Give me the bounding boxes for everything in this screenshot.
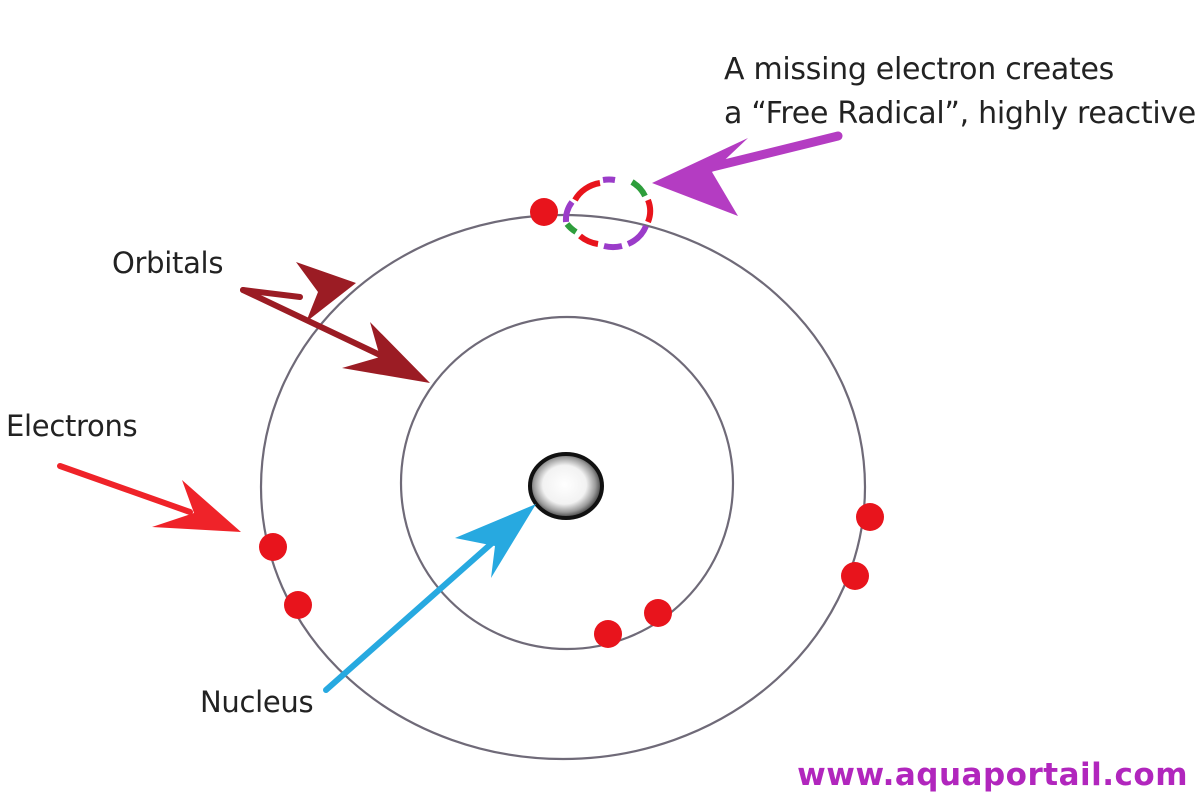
orbitals-label: Orbitals (112, 246, 224, 280)
free-radical-arrow (652, 131, 843, 216)
watermark: www.aquaportail.com (797, 757, 1188, 793)
electron (841, 562, 869, 590)
electron (284, 591, 312, 619)
inner-orbital (399, 315, 735, 651)
electron (856, 503, 884, 531)
missing-electron-icon (562, 176, 654, 251)
electron (594, 620, 622, 648)
electron (644, 599, 672, 627)
electron (530, 198, 558, 226)
free-radical-line-2: a “Free Radical”, highly reactive (724, 96, 1196, 131)
orbitals-arrows (240, 262, 430, 383)
electrons (259, 198, 884, 648)
electron (259, 533, 287, 561)
free-radical-annotation: A missing electron creates a “Free Radic… (724, 48, 1196, 136)
electrons-label: Electrons (6, 409, 138, 443)
nucleus-arrow (323, 504, 536, 693)
free-radical-line-1: A missing electron creates (724, 52, 1114, 87)
outer-orbital (259, 213, 867, 761)
nucleus-label: Nucleus (200, 685, 314, 719)
electrons-arrow (57, 463, 241, 532)
nucleus (528, 452, 604, 520)
